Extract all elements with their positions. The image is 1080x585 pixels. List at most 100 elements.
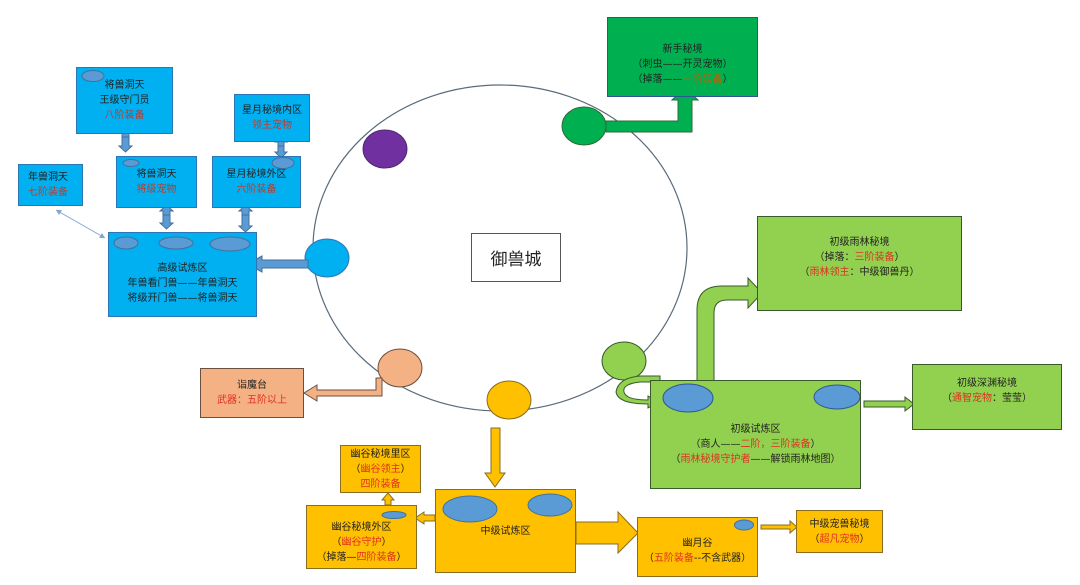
text-highlight: 二阶，三阶装备 [740,439,811,450]
arrowhead-nianshou [56,210,62,215]
portal-oval [271,157,295,169]
region-youvalley-inner[interactable]: 幽谷秘境里区 （幽谷领主） 四阶装备 [340,445,421,493]
text-highlight: 通智宠物 [952,393,992,404]
arrow-to-demon [303,377,383,402]
text-prefix: （ [799,267,810,278]
region-title: 诣魔台 [237,380,267,391]
region-detail: （刺虫——开灵宠物） [632,58,733,70]
portal-ovals [442,493,573,523]
region-guardian: （幽谷守护） [332,535,392,550]
region-pet: （超凡宠物） [810,532,870,547]
arrow-to-youvalley-inner [380,492,396,506]
text-highlight: 雨林领主 [809,267,850,278]
text-highlight: 四阶装备 [356,551,397,563]
arrow-to-youmoon [575,510,639,555]
portal-oval [381,511,407,519]
text-suffix: ） [381,536,392,548]
portal-advanced[interactable] [304,238,350,278]
arrow-to-youvalley-outer [414,511,436,525]
text-suffix: ） [722,73,733,85]
region-detail: 年兽看门兽——年兽洞天 [127,278,238,289]
portal-oval [734,519,754,531]
region-title: 幽谷秘境里区 [350,448,411,460]
region-drop: （掉落：三阶装备） [815,250,905,265]
region-demon-platform[interactable]: 诣魔台 武器：五阶以上 [200,368,304,418]
text-prefix: （掉落： [814,252,855,263]
text-suffix: ） [396,551,407,563]
portal-novice[interactable] [561,106,607,146]
portal-beginner[interactable] [601,341,647,381]
text-highlight: 雨林秘境守护者 [680,454,751,465]
portal-ovals [662,383,860,413]
text-highlight: 五阶装备 [653,553,694,564]
region-nianshou[interactable]: 年兽洞天 七阶装备 [18,164,83,206]
text-prefix: （ [670,454,681,465]
text-prefix: （掉落— [316,551,357,563]
region-xingyue-inner[interactable]: 星月秘境内区 领主宠物 [234,94,310,142]
city-label-box[interactable]: 御兽城 [471,233,561,282]
text-prefix: （ [942,393,952,404]
portal-oval [122,159,140,167]
region-drop: （掉落——一阶装备） [633,72,733,87]
link-nianshou-advanced [55,209,106,239]
portal-intermediate[interactable] [486,380,532,420]
text-suffix: ：中级御兽丹） [849,267,920,278]
portal-oval [81,70,105,82]
portal-demon[interactable] [377,348,423,388]
region-reward: 四阶装备 [360,478,401,490]
region-reward: 武器：五阶以上 [217,395,287,406]
arrow-to-abyss [863,395,915,413]
text-suffix: ——解锁雨林地图） [750,454,841,465]
text-prefix: （ [643,553,654,564]
region-reward: 将级宠物 [136,184,177,195]
region-title: 中级宠兽秘境 [809,518,870,530]
text-suffix: ：莹莹） [992,393,1032,404]
text-prefix: （ [809,533,820,545]
text-highlight: 幽谷领主 [360,463,401,475]
region-title: 新手秘境 [662,43,703,55]
region-title: 星月秘境内区 [242,105,302,116]
region-title: 星月秘境外区 [226,169,287,180]
region-reward: 领主宠物 [252,120,292,131]
region-reward: 七阶装备 [28,187,68,198]
region-rainforest[interactable]: 初级雨林秘境 （掉落：三阶装备） （雨林领主：中级御兽丹） [757,216,962,311]
region-title: 幽月谷 [682,538,713,549]
text-highlight: 幽谷守护 [341,536,382,548]
text-prefix: （商人—— [690,439,741,450]
text-prefix: （掉落—— [632,73,683,85]
arrow-to-mid-pet [760,519,798,535]
region-abyss[interactable]: 初级深渊秘境 （通智宠物：莹莹） [912,364,1062,430]
portal-purple[interactable] [362,129,408,169]
double-arrow-xingyue-advanced [237,204,254,233]
text-suffix: ） [859,533,870,545]
region-reward: 八阶装备 [104,110,145,121]
arrowhead-advanced [99,233,105,238]
region-title: 初级深渊秘境 [957,378,1017,389]
region-guardian: （雨林秘境守护者——解锁雨林地图） [671,452,841,467]
region-title: 将兽洞天 [104,80,145,91]
region-title: 年兽洞天 [28,172,68,183]
region-title: 初级雨林秘境 [829,237,890,248]
region-title: 初级试炼区 [730,424,781,435]
region-pet: （通智宠物：莹莹） [942,391,1032,406]
region-mid-pet[interactable]: 中级宠兽秘境 （超凡宠物） [796,510,883,553]
text-suffix: ） [810,439,821,450]
text-prefix: （ [350,463,361,475]
region-title: 高级试炼区 [157,263,208,274]
region-detail: 将级开门兽——将兽洞天 [127,293,238,304]
text-highlight: 三阶装备 [854,252,895,263]
arrow-to-rainforest [696,276,763,387]
text-suffix: ） [400,463,411,475]
region-merchant: （商人——二阶，三阶装备） [691,437,821,452]
text-suffix: --不含武器） [693,553,752,564]
portal-ovals [113,236,251,252]
region-drop: （掉落—四阶装备） [317,550,407,565]
text-highlight: 超凡宠物 [819,533,860,545]
region-boss: （幽谷领主） [351,462,411,477]
arrow-to-intermediate [484,427,506,488]
region-boss: （雨林领主：中级御兽丹） [800,265,920,280]
double-arrow-jiangshou-advanced [158,204,175,230]
region-title: 中级试炼区 [480,525,531,537]
region-novice[interactable]: 新手秘境 （刺虫——开灵宠物） （掉落——一阶装备） [607,17,758,97]
